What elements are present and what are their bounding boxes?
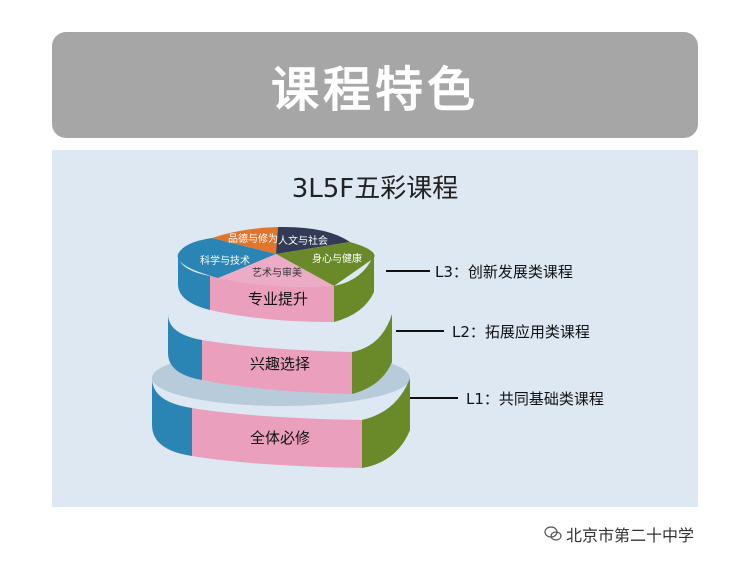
tier-label-l1: 全体必修 <box>250 429 311 447</box>
sector-science <box>177 238 276 278</box>
leader-l1 <box>410 397 458 399</box>
domain-label-health: 身心与健康 <box>312 254 362 265</box>
watermark-text: 北京市第二十中学 <box>566 526 695 545</box>
tier-bottom-blue-face <box>152 378 192 456</box>
sector-moral <box>212 227 278 254</box>
tier-label-l3: 专业提升 <box>248 290 309 308</box>
sector-health <box>276 242 375 286</box>
domain-label-science: 科学与技术 <box>200 256 250 267</box>
level-label-l2: L2：拓展应用类课程 <box>452 323 590 341</box>
tier-top <box>177 226 375 322</box>
wechat-icon <box>544 526 562 541</box>
tier-label-l2: 兴趣选择 <box>250 355 311 373</box>
tier-top-blue-face <box>178 254 210 310</box>
tier-bottom-pink-face <box>192 408 362 468</box>
sector-humanities <box>276 226 350 254</box>
domain-label-humanities: 人文与社会 <box>278 236 328 247</box>
tier-middle <box>168 314 392 394</box>
tier-pyramid <box>152 226 410 468</box>
tier-top-olive-face <box>334 254 374 322</box>
header-banner: 课程特色 <box>52 32 698 138</box>
tier-middle-pink-face <box>202 340 352 394</box>
domain-label-arts: 艺术与审美 <box>252 268 302 279</box>
level-label-l1: L1：共同基础类课程 <box>466 390 604 408</box>
leader-l2 <box>396 330 444 332</box>
leader-l3 <box>386 270 430 272</box>
tier-bottom-olive-face <box>362 378 410 468</box>
page-title: 课程特色 <box>270 62 479 118</box>
domain-label-moral: 品德与修为 <box>228 234 278 245</box>
diagram-title: 3L5F五彩课程 <box>291 174 459 204</box>
sector-arts <box>218 254 334 287</box>
tier-middle-blue-face <box>168 314 202 380</box>
level-label-l3: L3：创新发展类课程 <box>435 263 573 281</box>
tier-middle-olive-face <box>352 314 392 394</box>
tier-top-pink-face <box>210 276 334 322</box>
diagram-panel: 3L5F五彩课程 品德与修为 人文与社会 身心与健康 <box>52 150 698 507</box>
watermark: 北京市第二十中学 <box>544 522 694 546</box>
